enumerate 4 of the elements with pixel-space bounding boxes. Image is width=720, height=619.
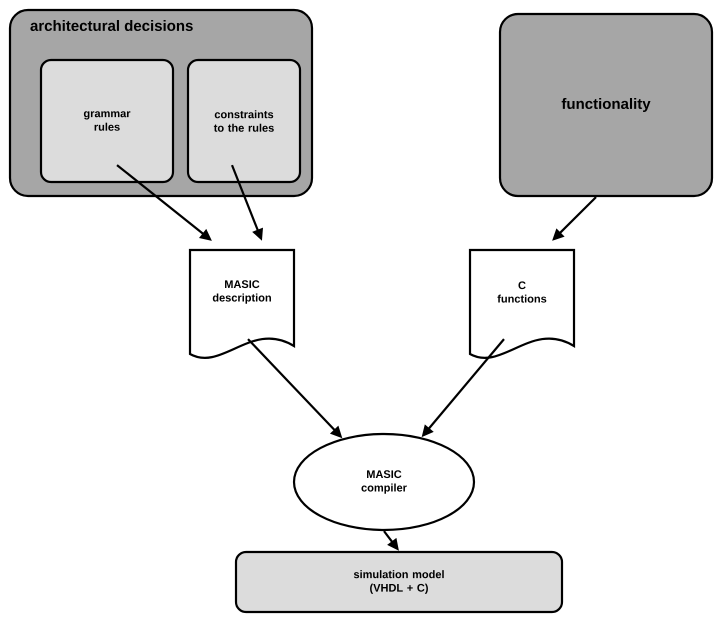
process-box: functionality — [498, 12, 714, 198]
process-box: simulation model (VHDL + C) — [234, 550, 564, 614]
process-box: constraints to the rules — [186, 58, 302, 184]
process-box: grammar rules — [40, 58, 174, 184]
